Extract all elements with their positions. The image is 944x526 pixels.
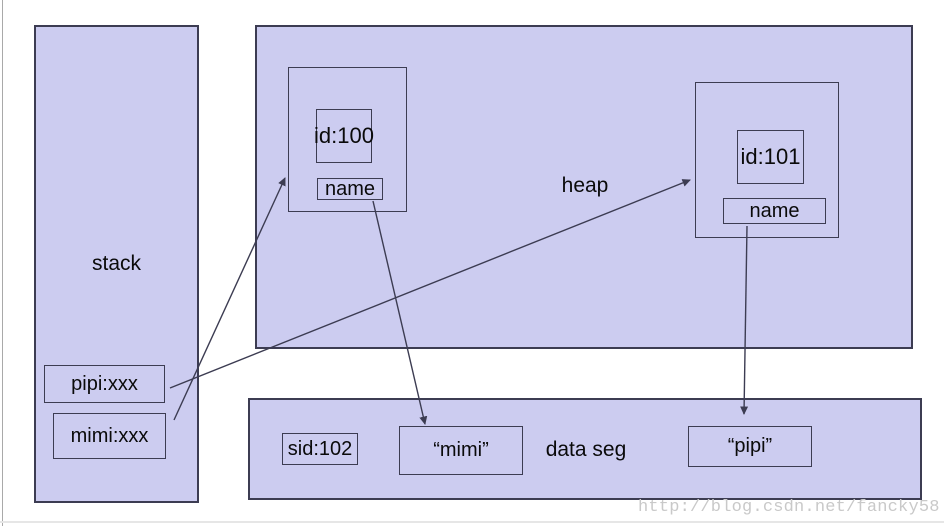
heap-object-101 (695, 82, 839, 238)
watermark-url: http://blog.csdn.net/fancky58 (638, 498, 940, 517)
heap-object-100-name-field: name (317, 178, 383, 200)
bottom-window-edge (0, 521, 944, 523)
stack-var-mimi: mimi:xxx (53, 413, 166, 459)
left-window-edge (2, 0, 3, 526)
data-seg-sid-box: sid:102 (282, 433, 358, 465)
data-seg-region (248, 398, 922, 500)
data-seg-string-pipi: “pipi” (688, 426, 812, 467)
heap-label: heap (561, 174, 609, 197)
data-seg-string-mimi: “mimi” (399, 426, 523, 475)
heap-object-101-name-field: name (723, 198, 826, 224)
data-seg-label: data seg (545, 438, 627, 461)
heap-object-101-id-box: id:101 (737, 130, 804, 184)
stack-label: stack (91, 252, 141, 275)
stack-var-pipi: pipi:xxx (44, 365, 165, 403)
heap-object-100-id-box: id:100 (314, 109, 374, 163)
